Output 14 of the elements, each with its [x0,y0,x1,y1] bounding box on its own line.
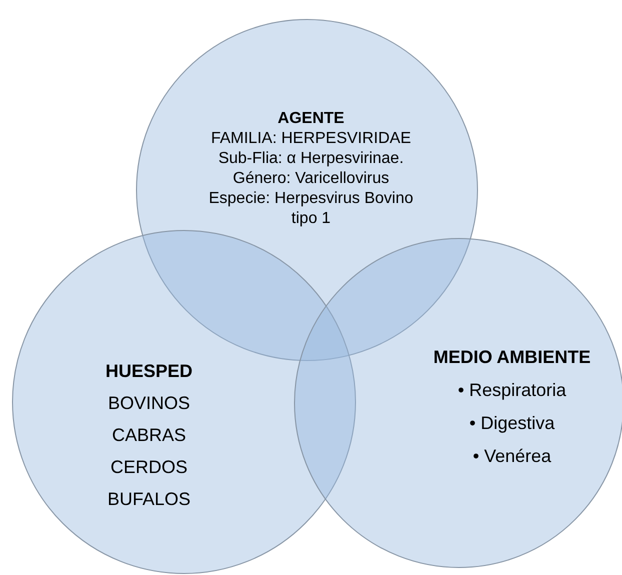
list-item: FAMILIA: HERPESVIRIDAE [210,129,412,149]
list-item: Especie: Herpesvirus Bovino tipo 1 [208,189,414,229]
list-item: BUFALOS [107,488,191,511]
list-item: Género: Varicellovirus [232,169,390,189]
list-item: CERDOS [110,456,188,479]
heading-text: AGENTE [278,109,344,129]
list-item: • Respiratoria [458,379,566,402]
list-item: Sub-Flia: α Herpesvirinae. [218,149,404,169]
heading-text: MEDIO AMBIENTE [433,346,591,369]
list-item: BOVINOS [108,392,190,415]
heading-text: HUESPED [105,360,193,383]
list-item: • Venérea [472,445,552,468]
list-item: • Digestiva [469,412,555,435]
list-item: CABRAS [112,424,186,447]
